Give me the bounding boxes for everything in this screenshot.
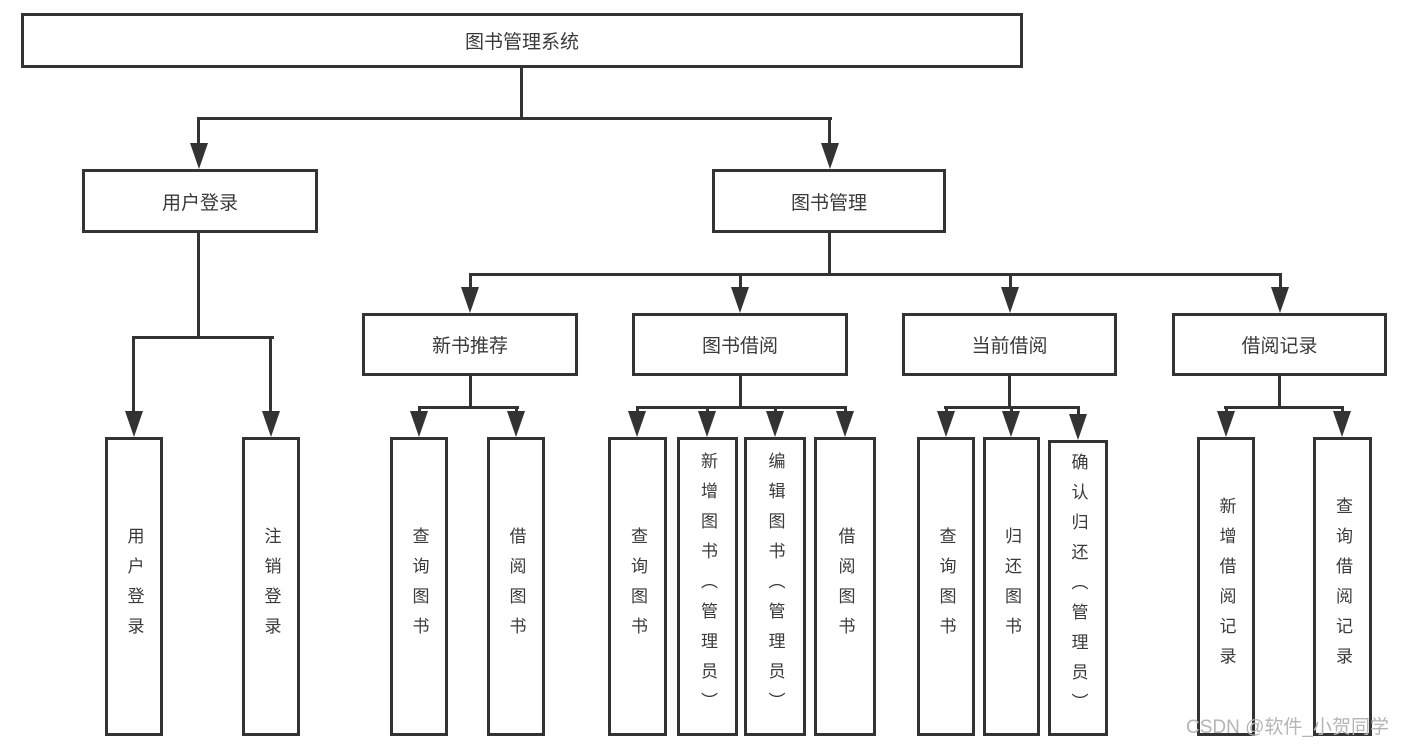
leaf-query-borrow-record-label: 查询借阅记录 <box>1333 496 1352 677</box>
node-book-borrow: 图书借阅 <box>632 313 848 376</box>
watermark-text: CSDN @软件_小贺同学 <box>1186 717 1389 738</box>
connector-current-borrow-stem <box>1008 376 1011 409</box>
connector-user-login-stem <box>197 233 200 339</box>
connector-to-current-borrow <box>1009 273 1012 290</box>
arrowhead-book-borrow <box>731 287 749 313</box>
leaf-edit-books-admin-label: 编辑图书（管理员） <box>765 451 785 722</box>
connector-leaf <box>844 406 847 415</box>
connector-leaf <box>945 406 948 415</box>
leaf-add-books-admin-label: 新增图书（管理员） <box>698 451 717 722</box>
leaf-return-books: 归还图书 <box>983 437 1040 736</box>
connector-borrow-records-bus <box>1224 406 1344 409</box>
connector-book-borrow-stem <box>739 376 742 409</box>
connector-level1-bus <box>197 117 832 120</box>
connector-book-mgmt-stem <box>828 233 831 276</box>
leaf-borrow-books-2-label: 借阅图书 <box>835 526 855 647</box>
leaf-query-borrow-record: 查询借阅记录 <box>1313 437 1372 736</box>
leaf-logout-label: 注销登录 <box>261 526 281 647</box>
connector-leaf <box>636 406 639 415</box>
arrowhead-leaf <box>1069 414 1087 440</box>
connector-book-borrow-bus <box>636 406 847 409</box>
connector-leaf <box>1010 406 1013 415</box>
node-book-borrow-label: 图书借阅 <box>701 336 778 357</box>
connector-leaf <box>1341 406 1344 415</box>
node-user-login: 用户登录 <box>82 169 318 233</box>
connector-to-user-login <box>197 117 200 147</box>
node-current-borrow-label: 当前借阅 <box>971 336 1048 357</box>
connector-user-login-bus <box>133 336 274 339</box>
arrowhead-current-borrow <box>1001 287 1019 313</box>
leaf-query-books-3-label: 查询图书 <box>936 526 956 647</box>
arrowhead-leaf-login <box>125 411 143 437</box>
node-book-mgmt: 图书管理 <box>712 169 946 233</box>
leaf-add-books-admin: 新增图书（管理员） <box>677 437 738 736</box>
leaf-confirm-return-admin-label: 确认归还（管理员） <box>1068 453 1088 723</box>
connector-to-leaf-login <box>132 336 135 414</box>
leaf-edit-books-admin: 编辑图书（管理员） <box>744 437 806 736</box>
connector-leaf <box>418 406 421 415</box>
leaf-query-books-1: 查询图书 <box>390 437 448 736</box>
arrowhead-leaf <box>766 411 784 437</box>
connector-new-books-stem <box>469 376 472 409</box>
leaf-borrow-books-1: 借阅图书 <box>487 437 545 736</box>
arrowhead-user-login <box>190 143 208 169</box>
leaf-query-books-2: 查询图书 <box>608 437 667 736</box>
connector-leaf <box>774 406 777 415</box>
node-root-label: 图书管理系统 <box>464 32 579 53</box>
leaf-add-borrow-record-label: 新增借阅记录 <box>1216 496 1236 677</box>
node-book-mgmt-label: 图书管理 <box>790 192 867 214</box>
leaf-query-books-1-label: 查询图书 <box>409 526 429 647</box>
arrowhead-leaf <box>628 411 646 437</box>
leaf-borrow-books-1-label: 借阅图书 <box>506 526 526 647</box>
connector-to-book-borrow <box>739 273 742 290</box>
connector-borrow-records-stem <box>1278 376 1281 409</box>
arrowhead-leaf <box>507 411 525 437</box>
node-borrow-records: 借阅记录 <box>1172 313 1387 376</box>
connector-to-borrow-records <box>1279 273 1282 290</box>
leaf-query-books-2-label: 查询图书 <box>628 526 647 647</box>
arrowhead-leaf-logout <box>262 411 280 437</box>
arrowhead-book-mgmt <box>821 143 839 169</box>
arrowhead-leaf <box>1333 411 1351 437</box>
leaf-user-login: 用户登录 <box>105 437 163 736</box>
leaf-logout: 注销登录 <box>242 437 300 736</box>
connector-new-books-bus <box>418 406 519 409</box>
connector-to-book-mgmt <box>828 117 831 147</box>
node-borrow-records-label: 借阅记录 <box>1241 336 1318 357</box>
connector-leaf <box>1077 406 1080 418</box>
connector-root-stem <box>520 66 523 120</box>
node-current-borrow: 当前借阅 <box>902 313 1117 376</box>
leaf-user-login-label: 用户登录 <box>124 526 144 647</box>
arrowhead-leaf <box>698 411 716 437</box>
connector-leaf <box>706 406 709 415</box>
connector-to-new-books <box>469 273 472 290</box>
arrowhead-borrow-records <box>1271 287 1289 313</box>
node-root: 图书管理系统 <box>21 13 1023 68</box>
leaf-borrow-books-2: 借阅图书 <box>814 437 876 736</box>
arrowhead-leaf <box>1002 411 1020 437</box>
arrowhead-leaf <box>937 411 955 437</box>
connector-to-leaf-logout <box>269 336 272 414</box>
connector-leaf <box>515 406 518 415</box>
connector-leaf <box>1225 406 1228 415</box>
node-new-books: 新书推荐 <box>362 313 578 376</box>
leaf-confirm-return-admin: 确认归还（管理员） <box>1048 440 1108 736</box>
arrowhead-new-books <box>461 287 479 313</box>
arrowhead-leaf <box>410 411 428 437</box>
leaf-add-borrow-record: 新增借阅记录 <box>1197 437 1255 736</box>
node-new-books-label: 新书推荐 <box>431 336 508 357</box>
leaf-return-books-label: 归还图书 <box>1002 526 1021 647</box>
node-user-login-label: 用户登录 <box>161 192 238 214</box>
leaf-query-books-3: 查询图书 <box>917 437 975 736</box>
arrowhead-leaf <box>836 411 854 437</box>
arrowhead-leaf <box>1217 411 1235 437</box>
connector-level2-bus <box>469 273 1282 276</box>
